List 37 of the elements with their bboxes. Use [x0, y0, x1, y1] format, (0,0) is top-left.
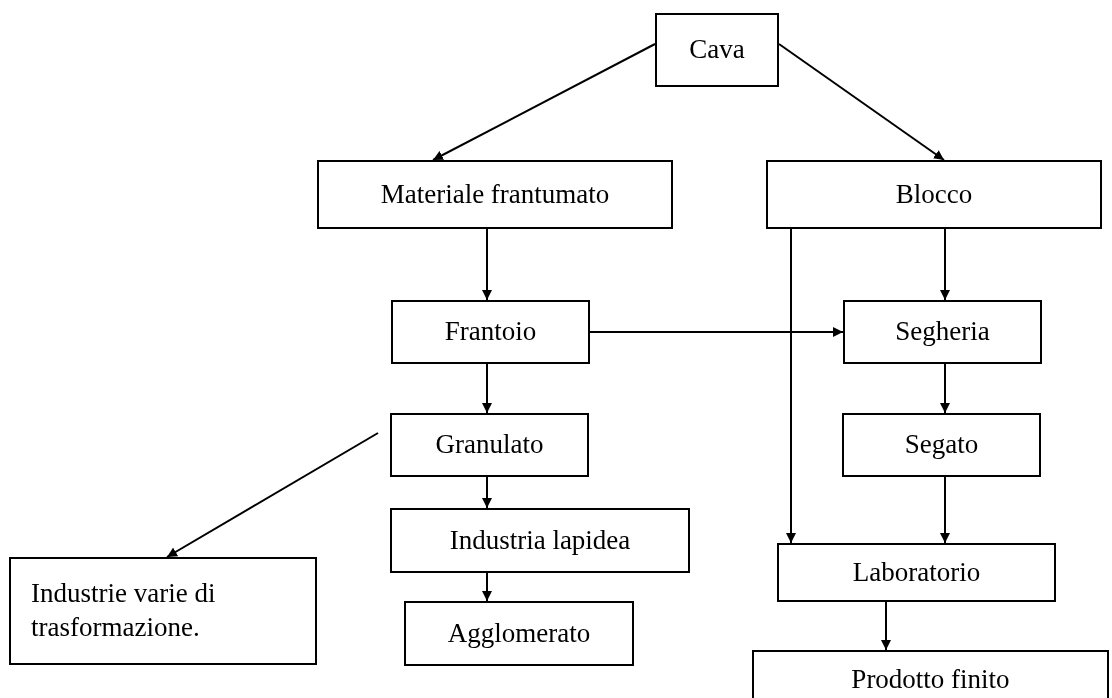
arrow: [778, 43, 945, 161]
node-label: Industrie varie di trasformazione.: [31, 577, 217, 644]
node-label: Segheria: [895, 315, 990, 349]
process-box: [390, 508, 690, 573]
process-box: [842, 413, 1041, 477]
node-label: Segato: [904, 428, 979, 462]
node-label: Blocco: [895, 177, 973, 211]
node-label: Prodotto finito: [851, 663, 1010, 697]
node-label: Cava: [689, 33, 745, 67]
node-label: Granulato: [435, 428, 544, 462]
arrow: [940, 363, 950, 414]
arrow: [482, 476, 492, 509]
arrow: [589, 327, 844, 337]
arrow: [940, 476, 950, 544]
process-box: [404, 601, 634, 666]
node-label: Materiale frantumato: [380, 177, 610, 211]
process-box: [655, 13, 779, 87]
arrow: [881, 601, 891, 651]
arrow: [482, 363, 492, 414]
process-box: [752, 650, 1109, 698]
arrow: [166, 432, 379, 558]
process-box: [9, 557, 317, 665]
process-box: [766, 160, 1102, 229]
process-box: [317, 160, 673, 229]
node-label: Industria lapidea: [449, 523, 631, 557]
arrow: [786, 228, 796, 544]
arrow: [432, 43, 656, 161]
arrow: [940, 228, 950, 301]
arrow: [482, 228, 492, 301]
node-label: Laboratorio: [852, 555, 981, 589]
node-label: Agglomerato: [447, 616, 591, 650]
arrow: [482, 572, 492, 602]
node-label: Frantoio: [444, 315, 537, 349]
process-box: [391, 300, 590, 364]
process-box: [843, 300, 1042, 364]
process-box: [390, 413, 589, 477]
process-box: [777, 543, 1056, 602]
